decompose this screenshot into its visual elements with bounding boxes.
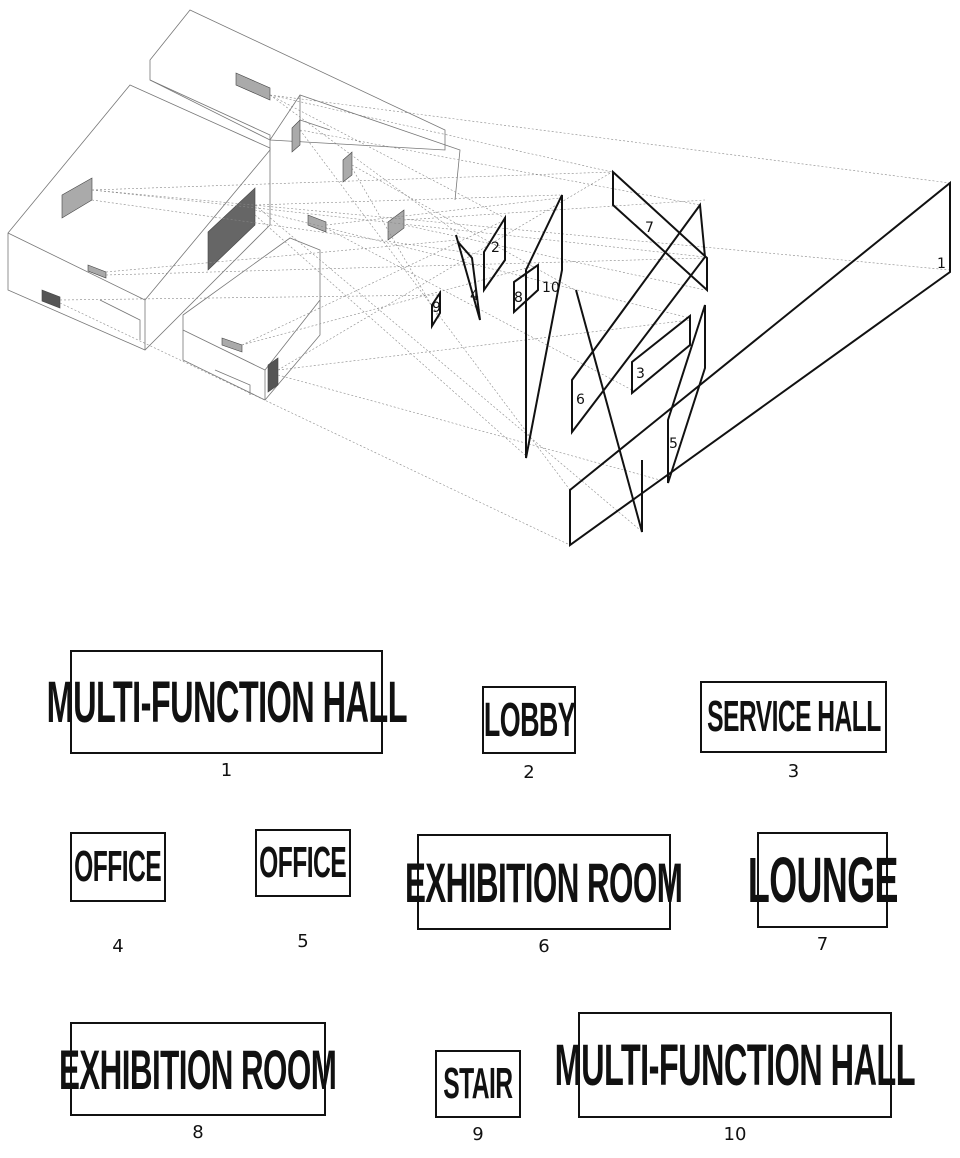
sign-6-text: EXHIBITION ROOM xyxy=(405,850,683,914)
sign-3-text: SERVICE HALL xyxy=(706,692,881,741)
sign-4-board: OFFICE xyxy=(70,832,166,902)
sign-5-number: 5 xyxy=(297,931,309,952)
sign-2-board: LOBBY xyxy=(482,686,576,754)
sign-9: STAIR 9 xyxy=(435,1050,521,1145)
sign-9-text: STAIR xyxy=(443,1059,513,1108)
sign-6: EXHIBITION ROOM 6 xyxy=(405,834,683,957)
sign-planes xyxy=(431,169,951,547)
sign-10-text: MULTI-FUNCTION HALL xyxy=(554,1032,916,1098)
building-massing xyxy=(7,9,461,401)
sign-2-number: 2 xyxy=(523,762,535,783)
sign-2: LOBBY 2 xyxy=(482,686,576,783)
plane-3 xyxy=(631,313,691,396)
plane-7 xyxy=(612,169,708,293)
plane-5 xyxy=(667,304,706,484)
sign-9-board: STAIR xyxy=(435,1050,521,1118)
plane-label-7: 7 xyxy=(645,220,654,236)
sign-8-board: EXHIBITION ROOM xyxy=(59,1022,337,1116)
sign-1: MULTI-FUNCTION HALL 1 xyxy=(46,650,407,781)
plane-label-4: 4 xyxy=(470,288,479,304)
plane-8 xyxy=(513,263,539,315)
sign-1-text: MULTI-FUNCTION HALL xyxy=(46,669,407,735)
plane-label-2: 2 xyxy=(491,240,500,256)
sign-7-number: 7 xyxy=(816,934,829,955)
sightlines xyxy=(59,94,951,546)
sign-7-text: LOUNGE xyxy=(747,844,899,916)
plane-2 xyxy=(483,214,506,294)
plane-4 xyxy=(455,234,481,321)
plane-label-5: 5 xyxy=(669,436,678,452)
sign-3-number: 3 xyxy=(787,761,800,782)
sign-4: OFFICE 4 xyxy=(70,832,166,957)
sign-7: LOUNGE 7 xyxy=(748,832,898,955)
sign-6-number: 6 xyxy=(538,936,550,957)
sign-8: EXHIBITION ROOM 8 xyxy=(59,1022,337,1143)
sign-8-text: EXHIBITION ROOM xyxy=(59,1037,337,1101)
sign-5-text: OFFICE xyxy=(259,838,348,887)
plane-10 xyxy=(525,194,563,459)
sign-10-board: MULTI-FUNCTION HALL xyxy=(555,1012,916,1118)
plane-9 xyxy=(431,289,441,330)
sign-7-board: LOUNGE xyxy=(748,832,898,928)
sign-1-number: 1 xyxy=(220,760,233,781)
sign-3-board: SERVICE HALL xyxy=(700,681,887,753)
plane-label-1: 1 xyxy=(937,256,946,272)
sign-4-number: 4 xyxy=(112,936,124,957)
building-sign-panels xyxy=(41,72,405,393)
sign-5: OFFICE 5 xyxy=(255,829,351,952)
sign-4-text: OFFICE xyxy=(74,842,163,891)
plane-label-6: 6 xyxy=(576,392,585,408)
sign-9-number: 9 xyxy=(472,1124,484,1145)
plane-6-diagonal xyxy=(575,289,643,533)
plane-1 xyxy=(569,180,951,547)
sign-8-number: 8 xyxy=(192,1122,204,1143)
plane-label-8: 8 xyxy=(514,290,523,306)
sign-1-board: MULTI-FUNCTION HALL xyxy=(46,650,407,754)
sign-3: SERVICE HALL 3 xyxy=(700,681,887,782)
plane-label-9: 9 xyxy=(432,300,441,316)
sign-2-text: LOBBY xyxy=(483,693,575,747)
plane-label-3: 3 xyxy=(636,366,645,382)
axonometric-sign-diagram: 1 2 3 4 5 6 7 8 9 10 xyxy=(7,9,951,547)
sign-10-number: 10 xyxy=(723,1124,747,1145)
sign-5-board: OFFICE xyxy=(255,829,351,897)
sign-6-board: EXHIBITION ROOM xyxy=(405,834,683,930)
plane-label-10: 10 xyxy=(542,280,560,296)
sign-10: MULTI-FUNCTION HALL 10 xyxy=(555,1012,916,1145)
plane-labels: 1 2 3 4 5 6 7 8 9 10 xyxy=(432,220,946,452)
